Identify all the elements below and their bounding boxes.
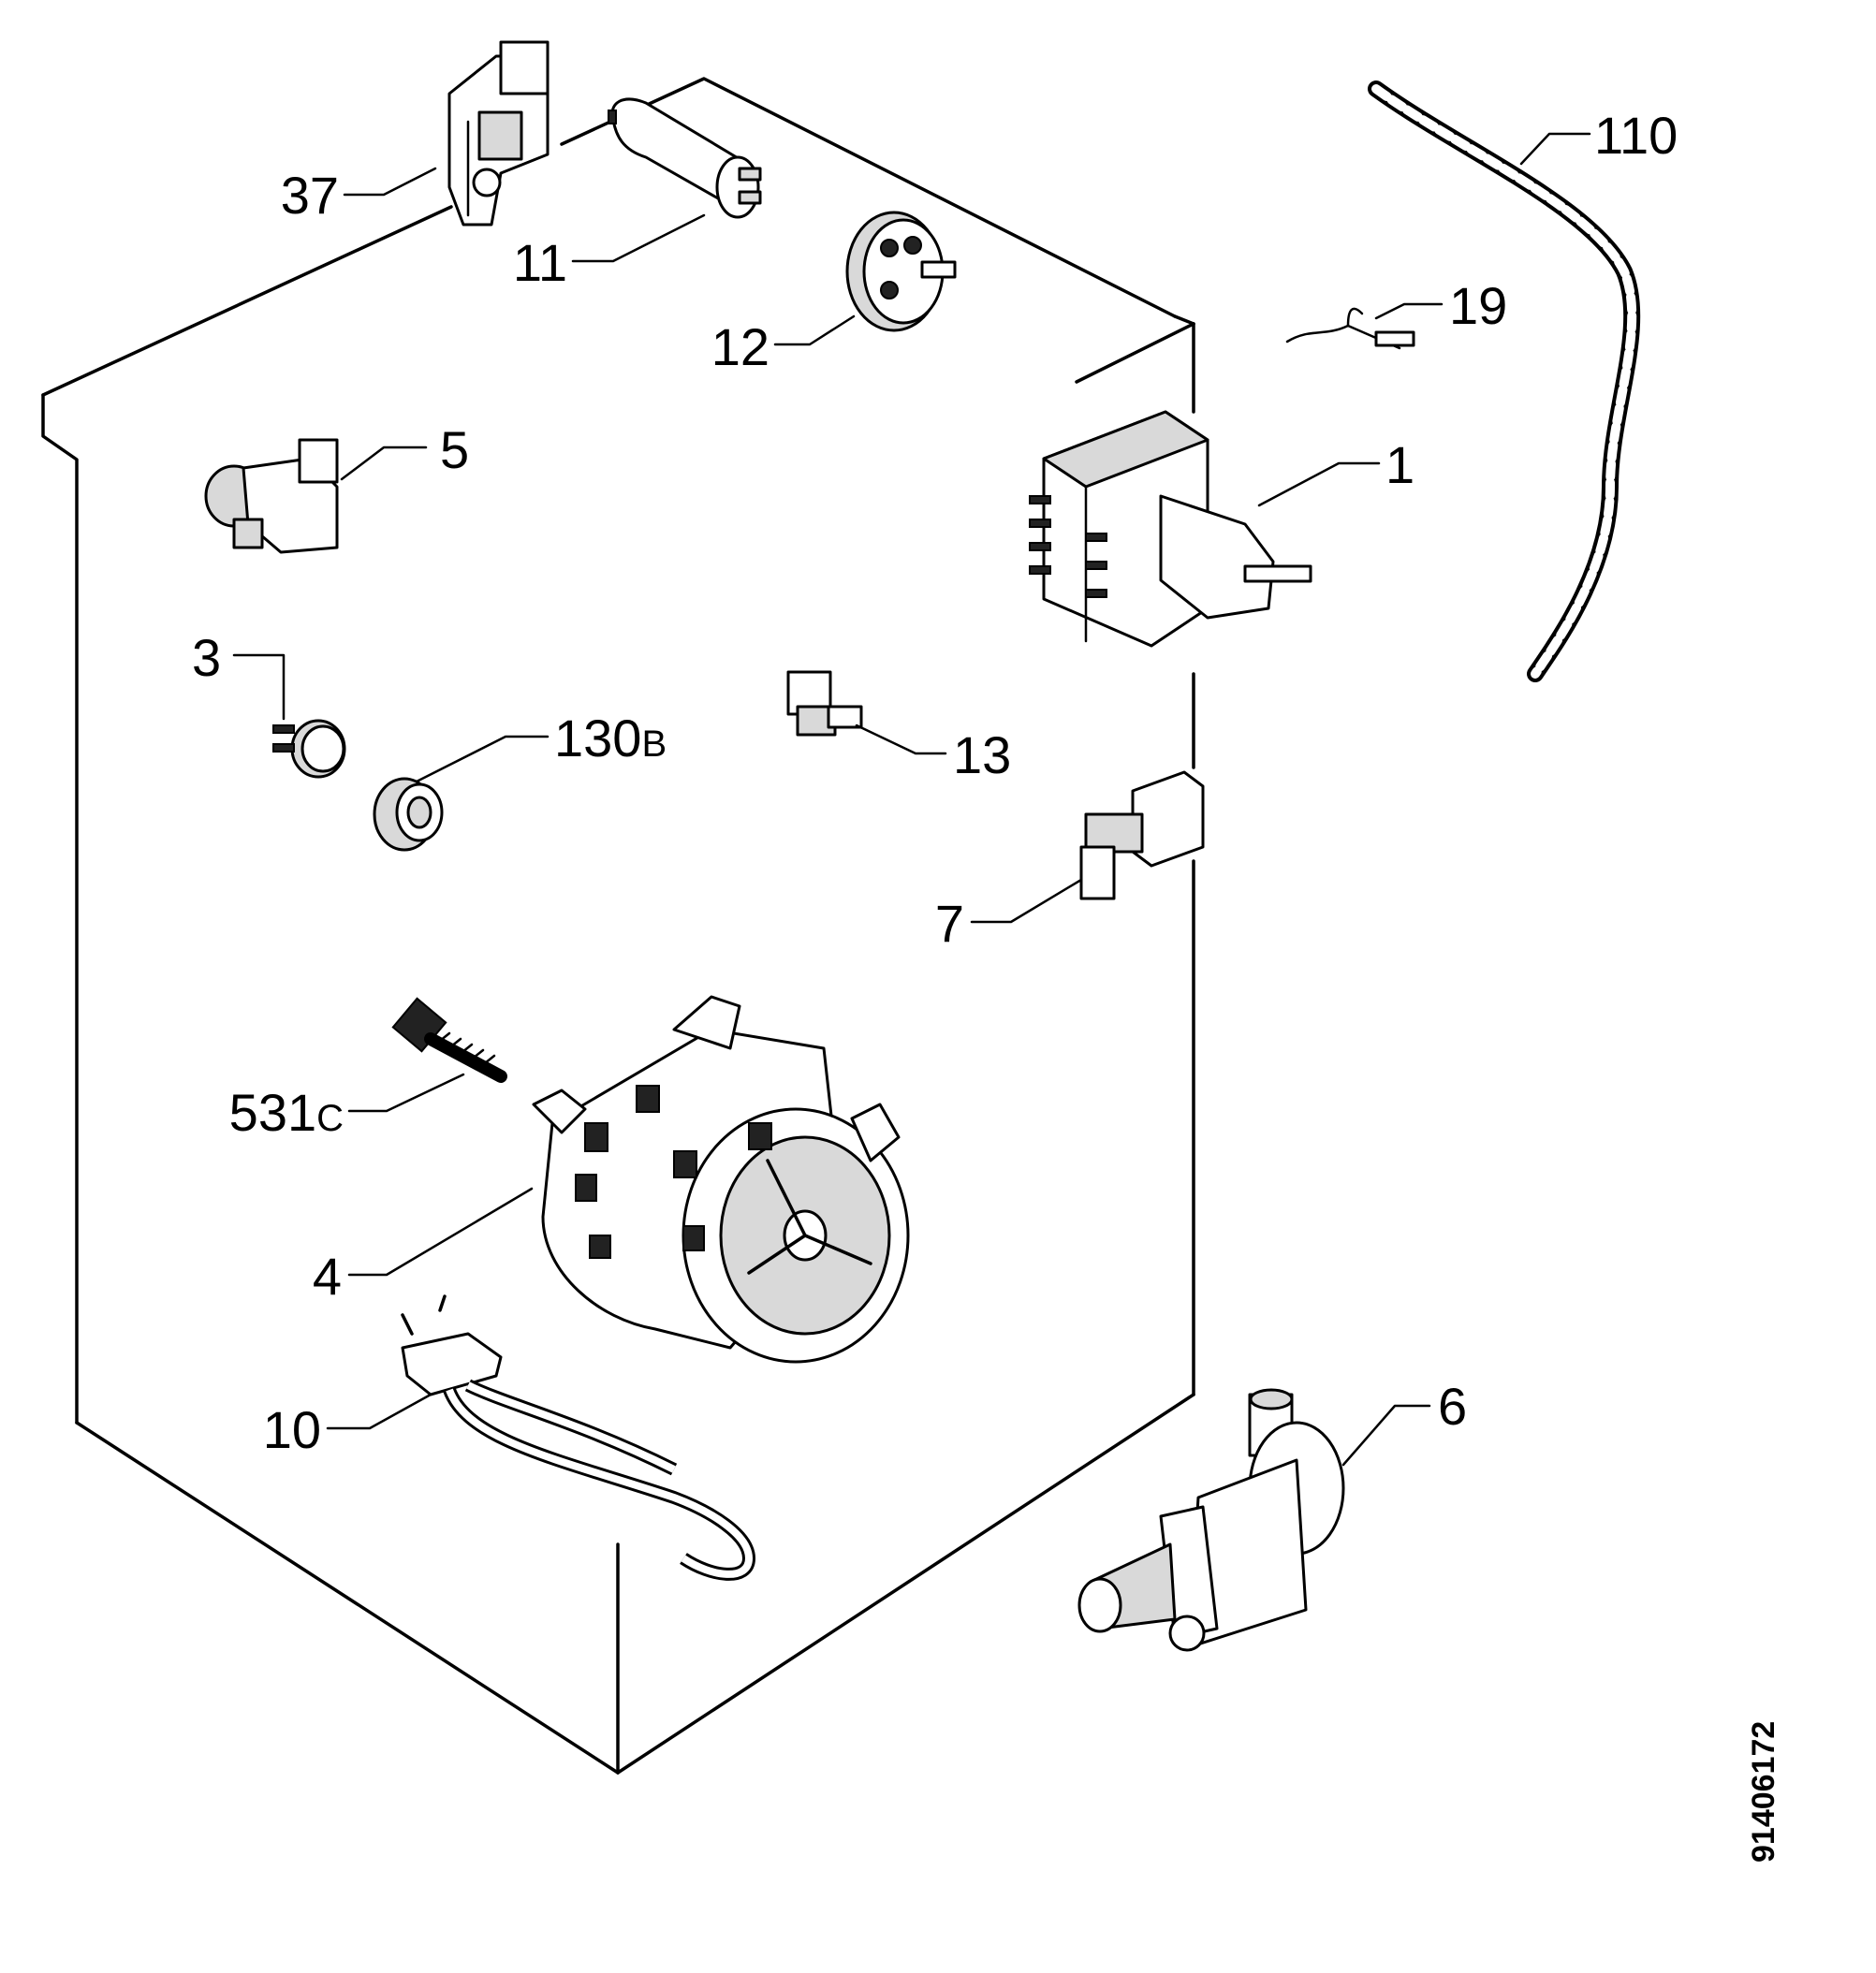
- label-12: 12: [711, 317, 769, 376]
- part-110-cable: [1368, 80, 1641, 682]
- label-13: 13: [953, 725, 1011, 784]
- part-130b-grommet: [373, 777, 444, 852]
- part-6-drain-pump: [1077, 1388, 1345, 1652]
- part-labels: 37 11 12 5 3 130B 13 1 19 110 7 531C 4 1…: [192, 106, 1678, 1459]
- document-number: 91406172: [1746, 1721, 1781, 1863]
- cabinet-outline: [41, 77, 1195, 1775]
- part-7-suppressor: [1079, 770, 1205, 900]
- part-5-inlet-valve: [204, 438, 339, 554]
- part-19-clip: [1285, 307, 1415, 350]
- label-19: 19: [1449, 276, 1507, 335]
- label-11: 11: [513, 233, 567, 292]
- part-12-pressure-switch: [845, 211, 957, 332]
- label-531c: 531C: [229, 1083, 344, 1142]
- label-3: 3: [192, 628, 221, 687]
- leader-lines: [232, 132, 1591, 1467]
- label-10: 10: [263, 1400, 321, 1459]
- label-6: 6: [1438, 1377, 1467, 1436]
- label-5: 5: [440, 420, 469, 479]
- part-37-door-interlock: [447, 40, 550, 227]
- part-1-timer: [1029, 410, 1312, 648]
- label-1: 1: [1385, 435, 1414, 494]
- part-3-switch: [272, 719, 346, 779]
- part-10-heating-element: [401, 1294, 756, 1581]
- part-531c-screw: [391, 997, 507, 1083]
- label-7: 7: [935, 894, 964, 953]
- label-110: 110: [1594, 106, 1678, 165]
- label-130b: 130B: [554, 709, 667, 767]
- label-37: 37: [281, 166, 339, 225]
- part-11-capacitor: [608, 97, 762, 219]
- part-4-motor: [532, 995, 910, 1364]
- part-13-connector: [786, 670, 863, 737]
- label-4: 4: [313, 1247, 342, 1306]
